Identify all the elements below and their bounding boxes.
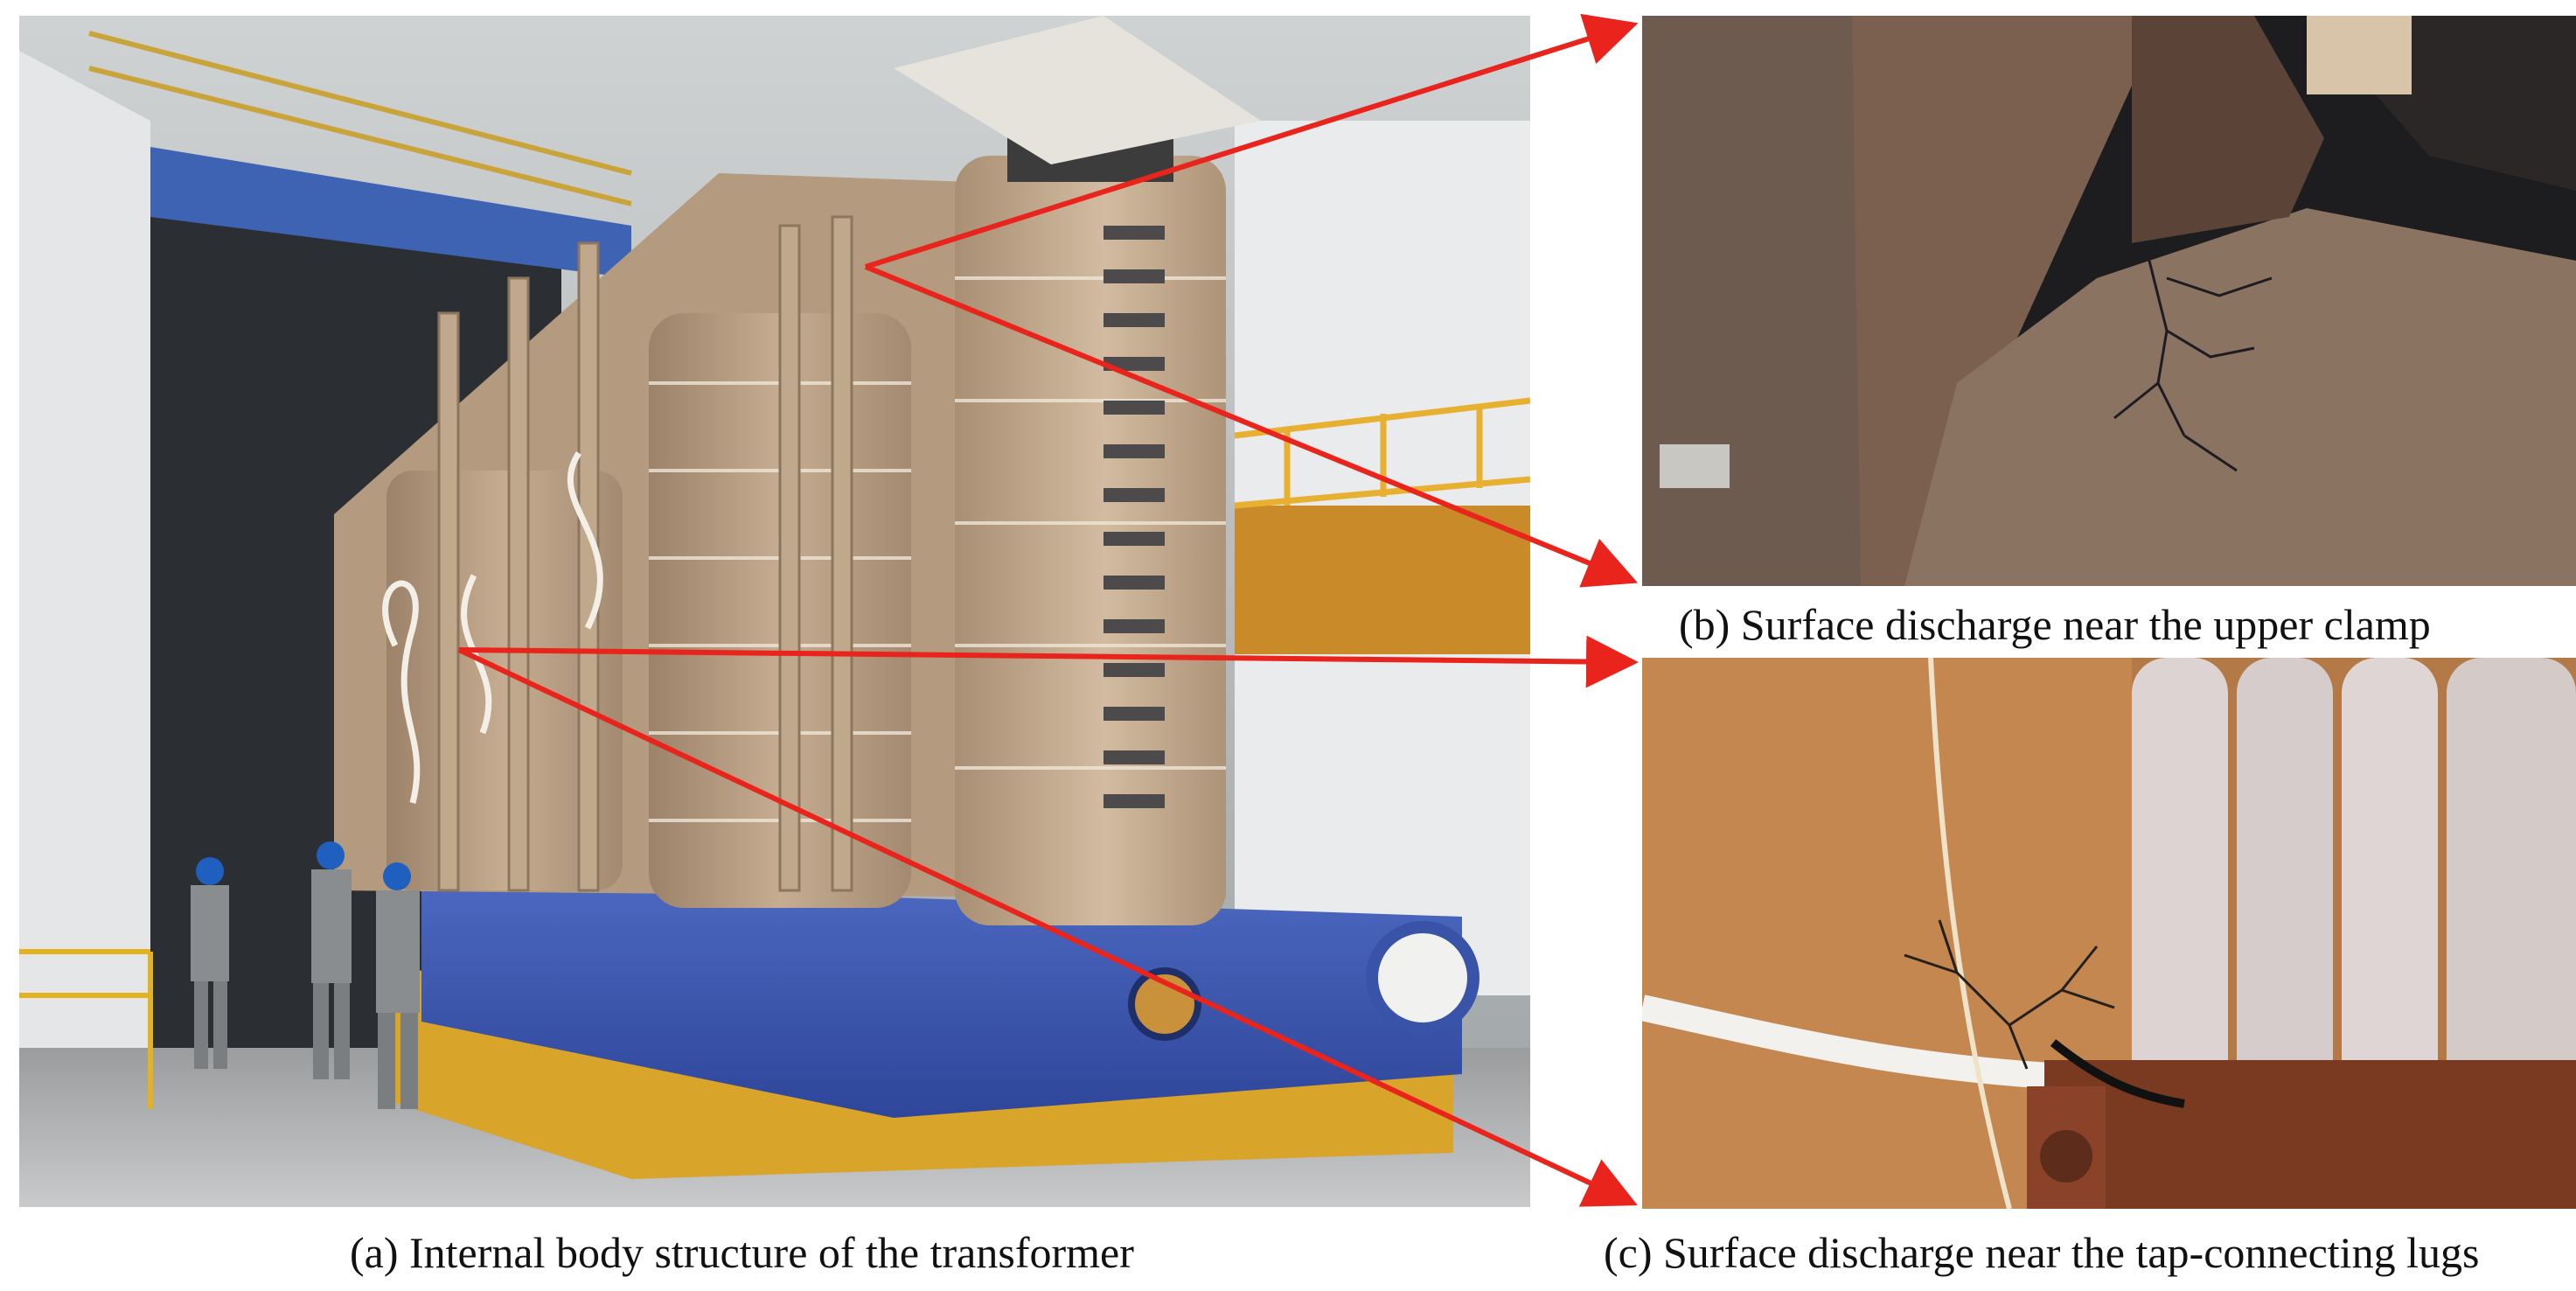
caption-panel-b: (b) Surface discharge near the upper cla… [1679, 600, 2431, 649]
caption-panel-c: (c) Surface discharge near the tap-conne… [1604, 1228, 2480, 1277]
photo-upper-clamp-discharge [1642, 16, 2576, 586]
photo-tap-lugs-discharge [1642, 658, 2576, 1209]
caption-panel-a: (a) Internal body structure of the trans… [350, 1228, 1134, 1277]
photo-transformer-body [19, 16, 1530, 1207]
